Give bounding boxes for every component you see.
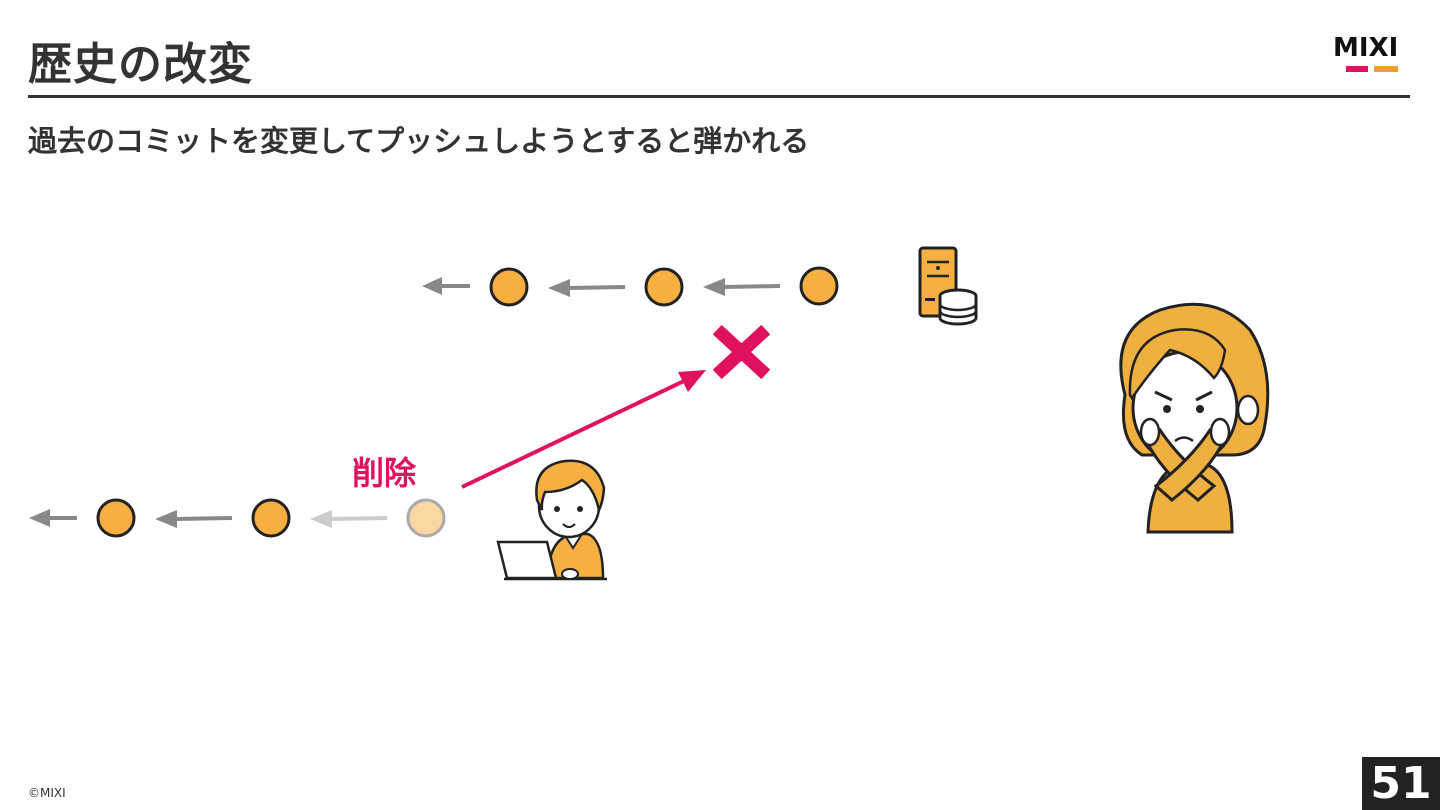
remote-arrowhead-2 xyxy=(548,279,570,297)
remote-commit-1 xyxy=(489,267,529,307)
mixi-logo: MIXI xyxy=(1333,34,1413,76)
logo-bar-orange xyxy=(1374,66,1398,72)
local-arrow-2 xyxy=(174,516,233,521)
deleted-commit xyxy=(406,498,446,538)
cross-mark-icon xyxy=(712,324,771,380)
page-number: 51 xyxy=(1362,757,1440,810)
delete-label: 削除 xyxy=(352,454,417,492)
local-arrow-3-faded xyxy=(329,516,388,521)
logo-text: MIXI xyxy=(1333,33,1399,63)
remote-commit-3 xyxy=(799,266,839,306)
local-commit-1 xyxy=(96,498,136,538)
local-arrowhead-2 xyxy=(155,510,177,528)
server-database-icon xyxy=(918,246,978,326)
title-divider xyxy=(28,95,1410,98)
local-commit-2 xyxy=(251,498,291,538)
page-title: 歴史の改変 xyxy=(28,39,253,90)
woman-crossed-arms-illustration xyxy=(1119,302,1270,534)
person-laptop-illustration xyxy=(496,459,607,581)
remote-commit-2 xyxy=(644,267,684,307)
page-subtitle: 過去のコミットを変更してプッシュしようとすると弾かれる xyxy=(28,124,810,158)
local-arrowhead-1 xyxy=(29,509,50,527)
local-history-row xyxy=(29,498,446,538)
local-arrowhead-3-faded xyxy=(310,510,332,528)
logo-bar-red xyxy=(1346,66,1368,72)
remote-history-row xyxy=(422,266,839,307)
remote-arrowhead-1 xyxy=(422,277,442,295)
copyright-text: ©MIXI xyxy=(28,786,66,800)
remote-arrow-3 xyxy=(722,284,781,289)
push-arrow xyxy=(461,370,706,489)
remote-arrowhead-3 xyxy=(703,278,725,296)
remote-arrow-2 xyxy=(567,285,626,290)
